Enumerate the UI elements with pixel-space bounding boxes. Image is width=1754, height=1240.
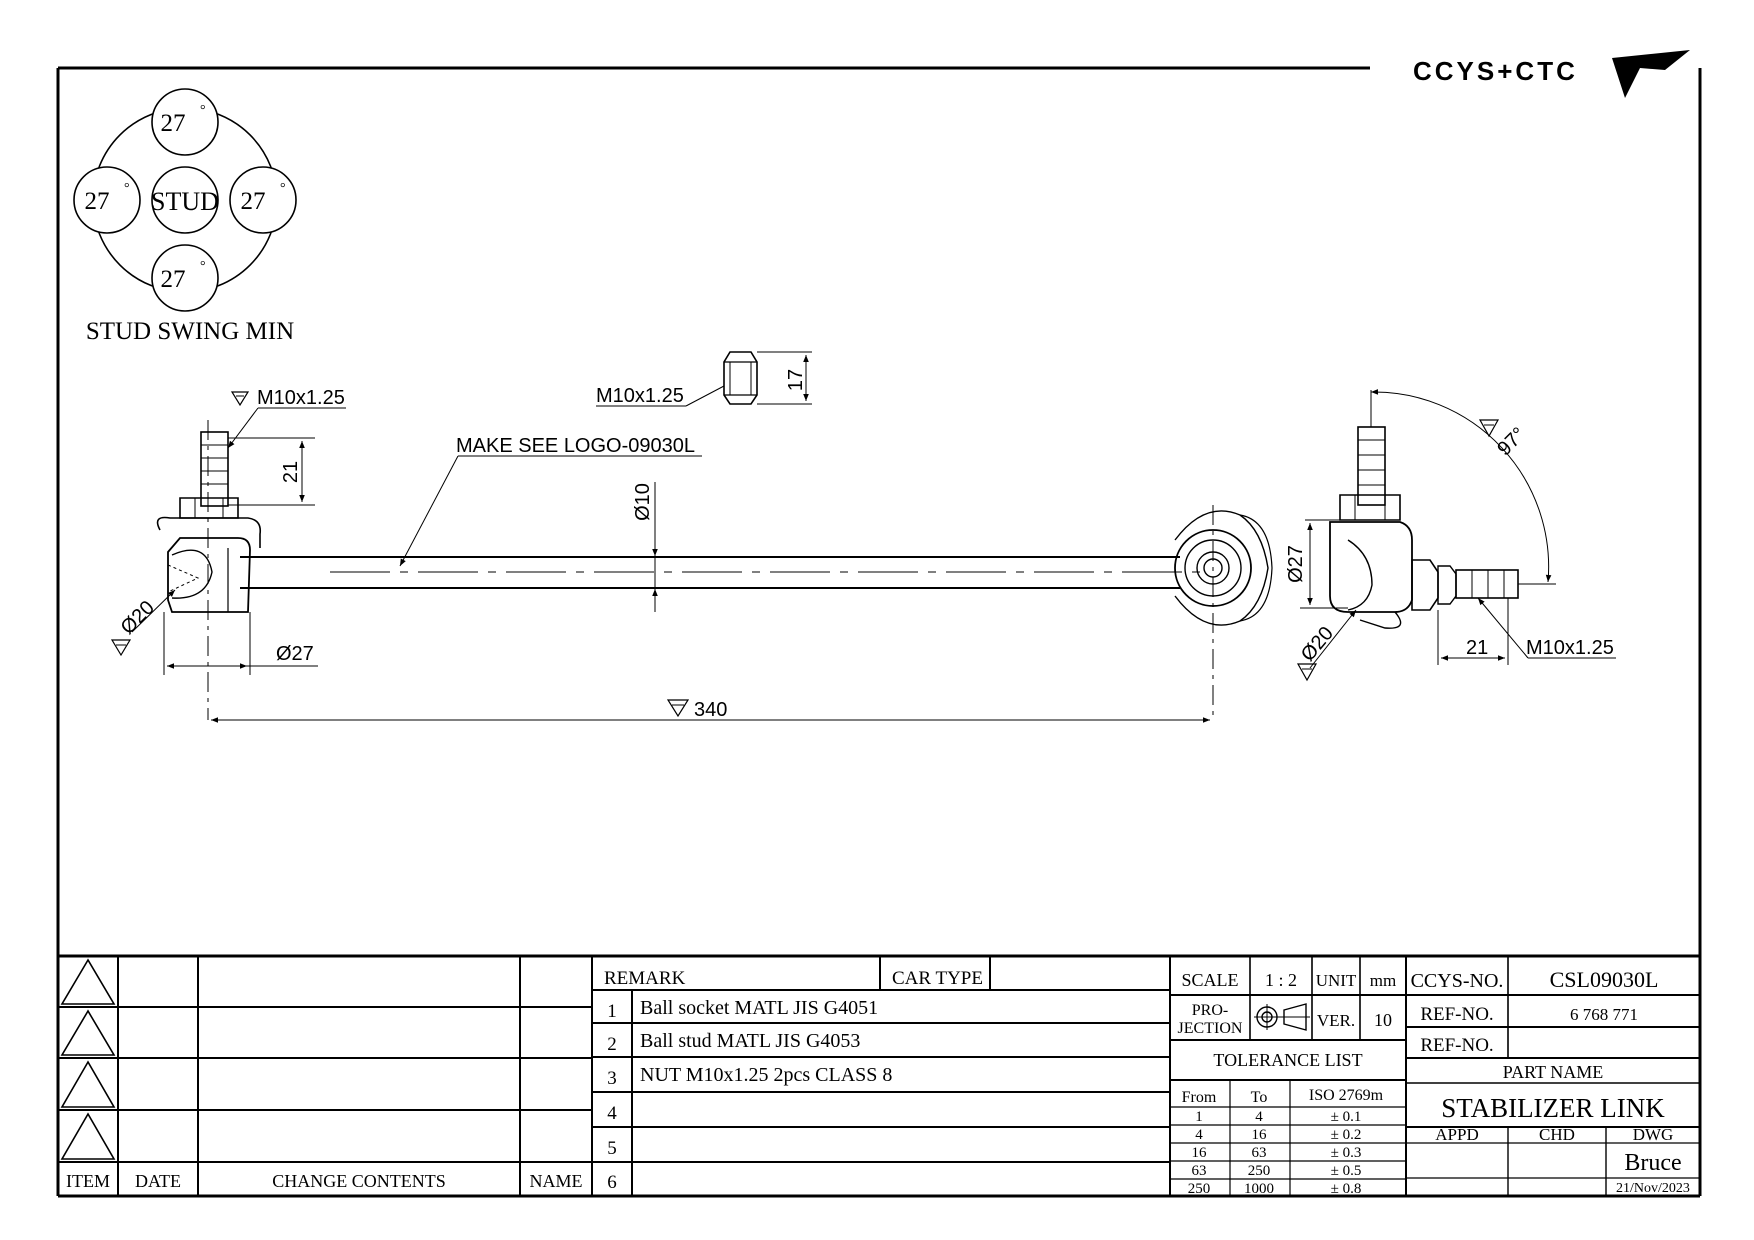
revision-triangle-icon — [60, 1009, 116, 1056]
tolerance-cell: ± 0.5 — [1331, 1163, 1362, 1179]
tolerance-header-from: From — [1182, 1089, 1217, 1106]
car-type-label: CAR TYPE — [892, 968, 983, 989]
remark-text: NUT M10x1.25 2pcs CLASS 8 — [640, 1064, 892, 1086]
right-socket-diameter-dimension: Ø20 — [1297, 623, 1338, 666]
link-rod: Ø10 MAKE SEE LOGO-09030L — [240, 435, 1200, 612]
rod-diameter-dimension: Ø10 — [632, 483, 654, 521]
tolerance-header-iso: ISO 2769m — [1309, 1087, 1384, 1104]
tolerance-cell: 250 — [1188, 1181, 1211, 1197]
company-logo: CCYS+CTC — [1413, 50, 1690, 98]
tolerance-cell: 16 — [1192, 1145, 1208, 1161]
tolerance-cell: 4 — [1195, 1127, 1203, 1143]
unit-label: UNIT — [1316, 971, 1357, 990]
ref-no-label: REF-NO. — [1420, 1004, 1493, 1025]
left-stud-length-dimension: 21 — [280, 461, 302, 483]
chd-label: CHD — [1539, 1125, 1575, 1144]
remark-num: 5 — [607, 1138, 617, 1159]
tolerance-cell: ± 0.8 — [1331, 1181, 1362, 1197]
nut-thread-callout: M10x1.25 — [596, 385, 684, 407]
remark-text: Ball stud MATL JIS G4053 — [640, 1030, 860, 1052]
part-info-block: CCYS-NO. CSL09030L REF-NO. 6 768 771 REF… — [1406, 956, 1700, 1196]
tolerance-cell: ± 0.3 — [1331, 1145, 1362, 1161]
swing-angle-dimension: 97° — [1493, 423, 1530, 460]
remarks-table: REMARK CAR TYPE 1 Ball socket MATL JIS G… — [592, 956, 1171, 1196]
tolerance-cell: 4 — [1255, 1109, 1263, 1125]
tolerance-cell: ± 0.1 — [1331, 1109, 1362, 1125]
remark-num: 1 — [607, 1001, 617, 1022]
tolerance-cell: 16 — [1252, 1127, 1268, 1143]
logo-note-callout: MAKE SEE LOGO-09030L — [456, 435, 695, 457]
nut-height-dimension: 17 — [785, 369, 807, 391]
revision-table: ITEM DATE CHANGE CONTENTS NAME — [58, 956, 593, 1196]
remark-num: 3 — [607, 1068, 617, 1089]
scale-value: 1 : 2 — [1265, 970, 1297, 990]
swing-angle-bottom: 27 — [161, 266, 186, 293]
ver-value: 10 — [1374, 1010, 1392, 1030]
header-change-contents: CHANGE CONTENTS — [272, 1171, 446, 1191]
scale-projection-block: SCALE 1 : 2 UNIT mm PRO- JECTION VER. 10… — [1170, 956, 1407, 1197]
degree-mark: ° — [280, 181, 286, 196]
projection-label: PRO- — [1192, 1002, 1228, 1019]
logo-mark-icon — [1612, 50, 1690, 98]
projection-label: JECTION — [1178, 1020, 1243, 1037]
nut-detail: 17 M10x1.25 — [596, 351, 812, 407]
ref-no-label: REF-NO. — [1420, 1035, 1493, 1056]
ver-label: VER. — [1317, 1011, 1355, 1030]
left-thread-callout: M10x1.25 — [257, 387, 345, 409]
overall-length-dimension: 340 — [211, 699, 1210, 723]
tolerance-cell: 250 — [1248, 1163, 1271, 1179]
tolerance-title: TOLERANCE LIST — [1213, 1050, 1362, 1070]
part-name-value: STABILIZER LINK — [1441, 1093, 1665, 1123]
revision-triangle-icon — [60, 958, 116, 1005]
left-ball-joint: 21 M10x1.25 Ø27 Ø20 — [110, 387, 346, 720]
tolerance-cell: ± 0.2 — [1331, 1127, 1362, 1143]
overall-length-value: 340 — [694, 699, 727, 721]
header-item: ITEM — [66, 1171, 110, 1191]
header-name: NAME — [530, 1171, 583, 1191]
title-block: ITEM DATE CHANGE CONTENTS NAME REMARK CA… — [58, 954, 1700, 1197]
drawing-date: 21/Nov/2023 — [1616, 1181, 1690, 1196]
revision-triangle-icon — [60, 1060, 116, 1108]
degree-mark: ° — [200, 103, 206, 118]
ccys-no-value: CSL09030L — [1550, 967, 1659, 992]
right-stud-length-dimension: 21 — [1466, 637, 1488, 659]
tolerance-cell: 63 — [1252, 1145, 1267, 1161]
third-angle-projection-icon — [1254, 1003, 1310, 1031]
header-date: DATE — [135, 1171, 181, 1191]
swing-angle-left: 27 — [85, 188, 110, 215]
ccys-no-label: CCYS-NO. — [1411, 970, 1504, 992]
tolerance-header-to: To — [1251, 1089, 1268, 1106]
drawn-by: Bruce — [1624, 1150, 1681, 1176]
stud-swing-caption: STUD SWING MIN — [86, 318, 294, 345]
tolerance-cell: 63 — [1192, 1163, 1207, 1179]
degree-mark: ° — [200, 259, 206, 274]
remark-num: 4 — [607, 1103, 617, 1124]
remark-header: REMARK — [604, 968, 686, 989]
part-name-label: PART NAME — [1503, 1062, 1603, 1082]
dwg-label: DWG — [1633, 1125, 1674, 1144]
right-thread-callout: M10x1.25 — [1526, 637, 1614, 659]
unit-value: mm — [1370, 971, 1396, 990]
appd-label: APPD — [1435, 1125, 1478, 1144]
ref-no-value: 6 768 771 — [1570, 1005, 1638, 1024]
degree-mark: ° — [124, 181, 130, 196]
stud-center-label: STUD — [151, 187, 219, 216]
swing-angle-right: 27 — [241, 188, 266, 215]
swing-angle-top: 27 — [161, 110, 186, 137]
logo-text: CCYS+CTC — [1413, 56, 1578, 86]
remark-num: 6 — [607, 1172, 617, 1193]
remark-text: Ball socket MATL JIS G4051 — [640, 997, 878, 1019]
left-socket-diameter-dimension: Ø20 — [117, 597, 159, 639]
stud-swing-diagram: STUD 27 27 27 27 ° ° ° ° STUD SWING MIN — [73, 88, 297, 345]
tolerance-cell: 1 — [1195, 1109, 1203, 1125]
right-body-diameter-dimension: Ø27 — [1285, 545, 1307, 583]
right-ball-joint: 97° Ø27 Ø20 21 M10x1.25 — [1285, 389, 1616, 682]
revision-triangle-icon — [60, 1112, 116, 1160]
remark-num: 2 — [607, 1034, 617, 1055]
left-body-diameter-dimension: Ø27 — [276, 643, 314, 665]
scale-label: SCALE — [1181, 970, 1238, 990]
tolerance-cell: 1000 — [1244, 1181, 1274, 1197]
eye-end-bushing — [1174, 505, 1273, 720]
